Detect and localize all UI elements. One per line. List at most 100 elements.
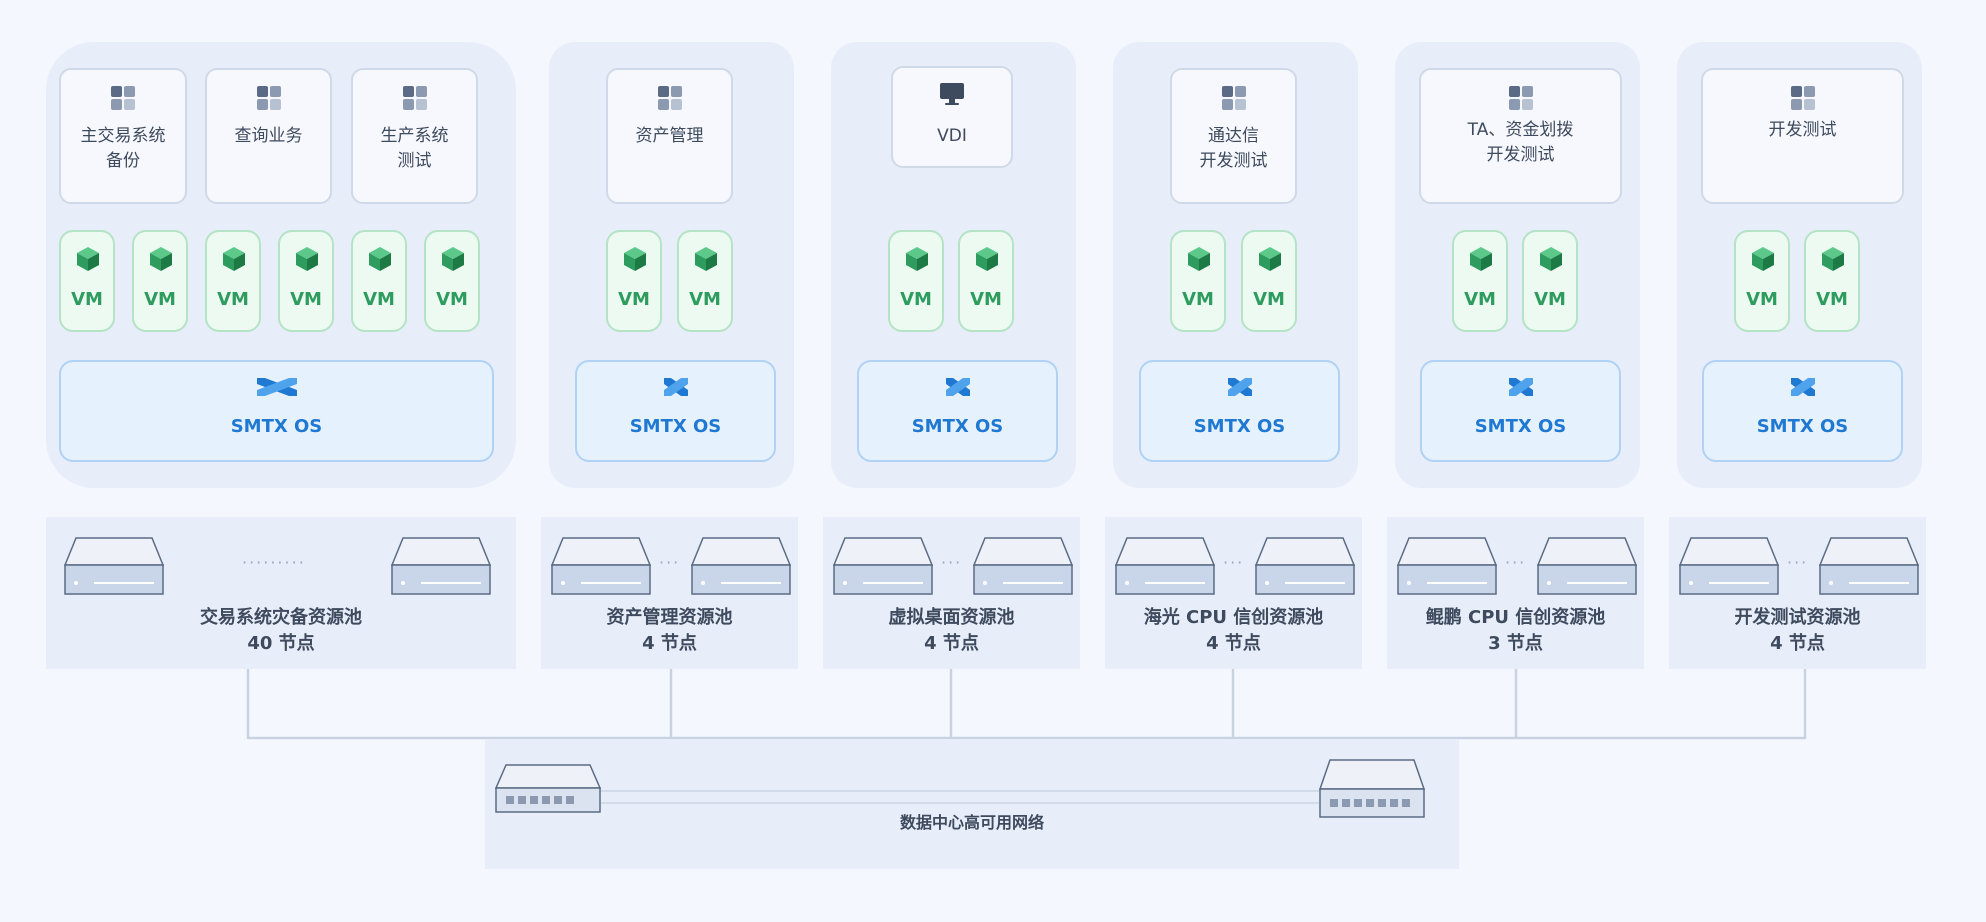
vm-cube-icon <box>369 247 391 271</box>
vm-card: VM <box>888 230 944 332</box>
vm-cube-icon <box>1540 247 1562 271</box>
vm-card: VM <box>677 230 733 332</box>
vm-cube-icon <box>223 247 245 271</box>
vm-label: VM <box>1253 289 1285 310</box>
vm-cube-icon <box>1470 247 1492 271</box>
os-label: SMTX OS <box>629 416 722 437</box>
smtx-os-layer: SMTX OS <box>59 360 494 462</box>
app-label: 主交易系统 备份 <box>80 126 166 171</box>
network-switch-icon <box>494 764 602 813</box>
smtx-os-layer: SMTX OS <box>1420 360 1621 462</box>
pool-name: 交易系统灾备资源池 <box>200 607 362 628</box>
app-card: TA、资金划拨 开发测试 <box>1419 68 1622 204</box>
smtx-logo-icon <box>945 378 970 396</box>
app-card: 资产管理 <box>606 68 733 204</box>
vm-cube-icon <box>1259 247 1281 271</box>
app-grid-icon <box>657 86 682 110</box>
ellipsis: ········· <box>242 553 306 572</box>
smtx-logo-icon <box>663 378 688 396</box>
vm-card: VM <box>1452 230 1508 332</box>
vm-label: VM <box>217 289 249 310</box>
server-icon <box>691 537 791 595</box>
vm-card: VM <box>351 230 407 332</box>
ellipsis: ··· <box>1223 553 1245 572</box>
pool-node-count: 40 节点 <box>247 633 315 654</box>
vm-card: VM <box>1241 230 1297 332</box>
pool-node-count: 4 节点 <box>1770 633 1825 654</box>
vm-card: VM <box>958 230 1014 332</box>
app-card: 开发测试 <box>1701 68 1904 204</box>
vm-card: VM <box>132 230 188 332</box>
server-icon <box>1537 537 1637 595</box>
vm-cube-icon <box>906 247 928 271</box>
vm-card: VM <box>424 230 480 332</box>
vm-card: VM <box>1170 230 1226 332</box>
app-label: TA、资金划拨 开发测试 <box>1467 120 1574 165</box>
smtx-logo-icon <box>1227 378 1252 396</box>
pool-node-count: 4 节点 <box>1206 633 1261 654</box>
vm-cube-icon <box>1822 247 1844 271</box>
resource-pool: ········· 交易系统灾备资源池 40 节点 <box>46 517 516 669</box>
network-links <box>595 790 1319 804</box>
vm-cube-icon <box>296 247 318 271</box>
app-card: VDI <box>891 66 1013 168</box>
app-card: 主交易系统 备份 <box>59 68 187 204</box>
os-label: SMTX OS <box>230 416 323 437</box>
vm-label: VM <box>144 289 176 310</box>
smtx-logo-icon <box>1790 378 1815 396</box>
server-icon <box>551 537 651 595</box>
smtx-logo-icon <box>1508 378 1533 396</box>
vm-cube-icon <box>150 247 172 271</box>
app-label: 生产系统 测试 <box>380 126 449 171</box>
vm-label: VM <box>1816 289 1848 310</box>
vm-cube-icon <box>976 247 998 271</box>
ellipsis: ··· <box>659 553 681 572</box>
vm-card: VM <box>1734 230 1790 332</box>
app-grid-icon <box>402 86 427 110</box>
vm-cube-icon <box>624 247 646 271</box>
server-icon <box>1397 537 1497 595</box>
app-card: 通达信 开发测试 <box>1170 68 1297 204</box>
server-icon <box>1115 537 1215 595</box>
server-icon <box>1679 537 1779 595</box>
pool-name: 海光 CPU 信创资源池 <box>1143 607 1324 628</box>
vm-cube-icon <box>442 247 464 271</box>
vm-card: VM <box>1522 230 1578 332</box>
os-label: SMTX OS <box>1756 416 1849 437</box>
app-label: 查询业务 <box>234 126 303 146</box>
network-switch-icon <box>1318 759 1426 818</box>
vm-label: VM <box>436 289 468 310</box>
pool-node-count: 4 节点 <box>924 633 979 654</box>
vm-card: VM <box>59 230 115 332</box>
vm-cube-icon <box>77 247 99 271</box>
app-grid-icon <box>1221 86 1246 110</box>
vm-label: VM <box>970 289 1002 310</box>
app-label: 资产管理 <box>635 126 704 146</box>
server-icon <box>1255 537 1355 595</box>
vm-label: VM <box>1464 289 1496 310</box>
server-icon <box>973 537 1073 595</box>
smtx-os-layer: SMTX OS <box>1139 360 1340 462</box>
vm-label: VM <box>1182 289 1214 310</box>
network-label: 数据中心高可用网络 <box>899 813 1044 832</box>
vm-label: VM <box>689 289 721 310</box>
ellipsis: ··· <box>941 553 963 572</box>
app-label: VDI <box>937 126 967 146</box>
os-label: SMTX OS <box>1474 416 1567 437</box>
vm-label: VM <box>363 289 395 310</box>
app-grid-icon <box>256 86 281 110</box>
smtx-os-layer: SMTX OS <box>1702 360 1903 462</box>
os-label: SMTX OS <box>911 416 1004 437</box>
pool-name: 资产管理资源池 <box>606 607 733 628</box>
os-label: SMTX OS <box>1193 416 1286 437</box>
app-grid-icon <box>1790 86 1815 110</box>
vm-label: VM <box>290 289 322 310</box>
vm-card: VM <box>606 230 662 332</box>
smtx-os-layer: SMTX OS <box>857 360 1058 462</box>
vm-cube-icon <box>1188 247 1210 271</box>
vm-card: VM <box>278 230 334 332</box>
